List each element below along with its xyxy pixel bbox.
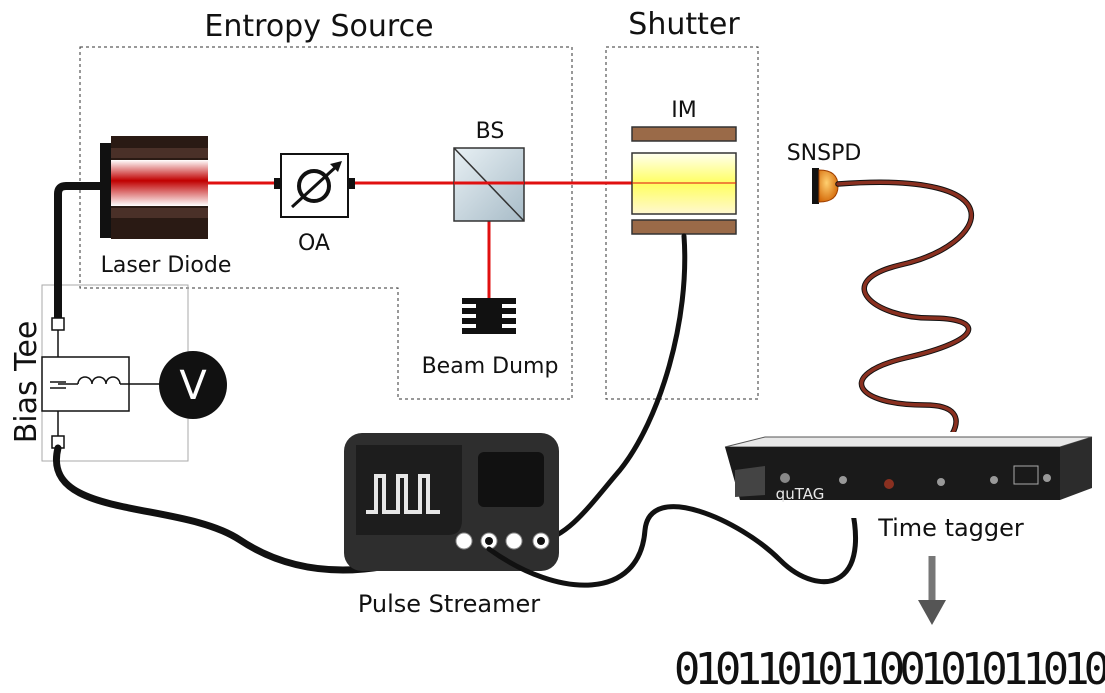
pulse-streamer: [344, 433, 559, 571]
snspd-detector: [812, 168, 839, 204]
time-tagger: quTAG: [723, 432, 1097, 518]
oa-label: OA: [298, 231, 330, 256]
voltage-source: V: [159, 351, 227, 419]
laser-diode: [100, 136, 208, 239]
bias-tee-label: Bias Tee: [9, 321, 44, 444]
shutter-label: Shutter: [628, 7, 740, 42]
bias-tee: [41, 317, 160, 449]
time-tagger-label: Time tagger: [877, 514, 1024, 542]
cable-im-pulse: [538, 233, 688, 544]
pulse-streamer-label: Pulse Streamer: [358, 590, 540, 618]
cable-pulse-tagger: [486, 480, 858, 588]
snspd-label: SNSPD: [787, 141, 862, 166]
cable-laser-bias: [54, 182, 100, 318]
beam-dump-label: Beam Dump: [422, 354, 559, 379]
optical-attenuator: [274, 153, 355, 218]
bs-label: BS: [476, 119, 505, 144]
output-arrow: [918, 556, 946, 625]
im-label: IM: [671, 98, 696, 123]
time-tagger-brand: quTAG: [776, 485, 825, 503]
voltage-source-label: V: [179, 363, 207, 409]
beam-dump: [462, 298, 516, 334]
snspd-fiber-core: [836, 180, 974, 488]
output-bitstream: 0101101011001010110101011: [674, 644, 1105, 693]
entropy-source-boundary: [79, 46, 573, 400]
laser-diode-label: Laser Diode: [101, 253, 232, 278]
intensity-modulator: [631, 126, 737, 235]
entropy-source-label: Entropy Source: [204, 9, 433, 44]
